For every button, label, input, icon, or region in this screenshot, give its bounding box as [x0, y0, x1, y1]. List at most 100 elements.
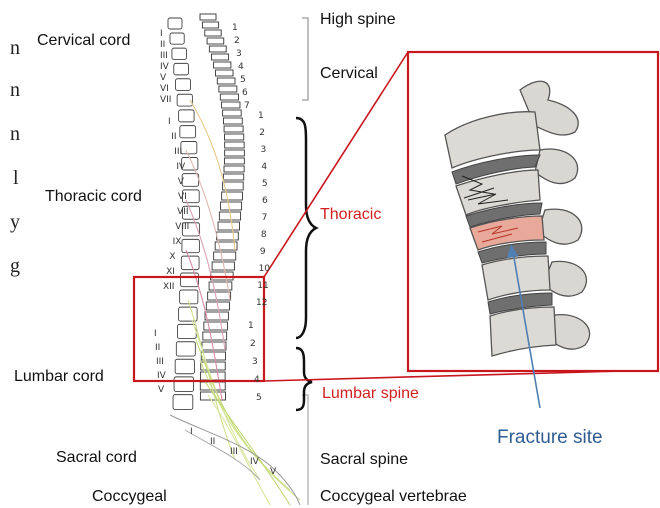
high-spine-label: High spine [320, 12, 396, 28]
vertebra-segment [224, 126, 243, 132]
vertebral-body [179, 110, 195, 122]
fracture-site-label: Fracture site [497, 428, 603, 447]
vertebra-segment [208, 292, 231, 300]
vertebra-segment [216, 70, 234, 76]
vertebra-segment [223, 118, 242, 124]
vertebra-number: IX [173, 238, 182, 247]
vertebra-segment [207, 38, 224, 44]
vertebra-number: II [171, 133, 176, 142]
vertebral-body [181, 273, 199, 287]
vertebra-segment [217, 78, 235, 84]
vertebra-number: 5 [262, 180, 268, 189]
vertebra-segment [202, 22, 218, 28]
vertebra-number: 2 [234, 37, 240, 46]
high-spine-bracket [302, 18, 308, 100]
vertebra-number: 3 [252, 358, 258, 367]
vertebra-number: II [160, 41, 165, 50]
vertebra-number: X [169, 253, 175, 262]
coccygeal-label: Coccygeal [92, 489, 167, 505]
lumbar-spine-label: Lumbar spine [322, 386, 419, 402]
vertebra-segment [205, 312, 228, 320]
vertebra-number: 4 [254, 376, 260, 385]
sacral-spine-label: Sacral spine [320, 452, 408, 468]
vertebra-segment [205, 30, 221, 36]
vertebra-segment [223, 174, 243, 180]
vertebra-number: III [174, 148, 182, 157]
vertebral-body [173, 395, 193, 410]
vertebra-segment [202, 342, 226, 350]
lumbar-cord-label: Lumbar cord [14, 369, 104, 385]
vertebra-number: 5 [240, 76, 246, 85]
vertebral-body [177, 324, 196, 338]
vertebra-number: V [158, 386, 164, 395]
vertebra-segment [200, 14, 216, 20]
vertebra-segment [224, 134, 243, 140]
vertebra-number: 7 [244, 102, 250, 111]
vertebra-number: 10 [259, 265, 270, 274]
vertebra-number: II [155, 344, 160, 353]
vertebra-number: 2 [250, 340, 256, 349]
vertebra-number: XII [163, 283, 174, 292]
vertebra-number: III [160, 52, 168, 61]
vertebra-number: 6 [242, 89, 248, 98]
vertebra-segment [214, 62, 231, 68]
vertebra-segment [225, 150, 245, 156]
vertebra-number: V [160, 74, 166, 83]
connector-line [264, 52, 408, 277]
sacral-spine-bracket [302, 395, 308, 505]
vertebra-number: 1 [258, 112, 264, 121]
vertebra-number: 5 [256, 394, 262, 403]
vertebra-number: 11 [257, 282, 268, 291]
vertebral-body [168, 18, 182, 29]
vertebral-body [174, 377, 194, 392]
vertebral-body [176, 342, 195, 356]
vertebra-number: XI [166, 268, 175, 277]
vertebra-number: VIII [175, 223, 189, 232]
coccygeal-vertebrae-label: Coccygeal vertebrae [320, 489, 467, 505]
vertebra-segment [225, 142, 244, 148]
vertebra-number: 1 [232, 24, 238, 33]
vertebra-number: I [154, 330, 157, 339]
vertebra-number: I [190, 428, 193, 437]
vertebra-segment [224, 166, 244, 172]
vertebral-body [174, 63, 189, 75]
vertebra-number: VI [178, 193, 187, 202]
vertebra-number: IV [250, 458, 259, 467]
vertebral-body [181, 142, 197, 154]
vertebra-number: 9 [260, 248, 266, 257]
vertebra-segment [200, 372, 225, 380]
vertebra-number: I [160, 30, 163, 39]
sacral-cord-label: Sacral cord [56, 450, 137, 466]
thoracic-cord-label: Thoracic cord [45, 189, 142, 205]
vertebral-body [170, 33, 184, 44]
vertebra-segment [212, 54, 229, 60]
vertebral-body [176, 79, 191, 91]
cervical-label: Cervical [320, 66, 378, 82]
vertebra-number: 4 [261, 163, 267, 172]
vertebra-number: 7 [262, 214, 268, 223]
vertebral-body [182, 239, 200, 252]
vertebra-number: 3 [236, 50, 242, 59]
vertebra-segment [214, 252, 236, 260]
thoracic-brace [296, 118, 316, 338]
vertebra-number: 3 [260, 146, 266, 155]
vertebra-number: III [230, 448, 238, 457]
vertebra-segment [222, 102, 240, 108]
vertebra-segment [220, 94, 238, 100]
vertebral-body [175, 359, 194, 374]
vertebra-segment [224, 158, 244, 164]
vertebra-number: VI [160, 85, 169, 94]
thoracic-label: Thoracic [320, 207, 381, 223]
vertebra-segment [219, 86, 237, 92]
vertebra-segment [204, 322, 228, 330]
cervical-cord-label: Cervical cord [37, 33, 130, 49]
vertebra-segment [209, 46, 226, 52]
vertebra-number: I [168, 118, 171, 127]
vertebra-number: V [178, 178, 184, 187]
vertebra-number: 8 [261, 231, 267, 240]
vertebra-number: 2 [259, 129, 265, 138]
vertebra-number: 1 [248, 322, 254, 331]
vertebral-body [182, 174, 199, 187]
vertebra-number: 6 [262, 197, 268, 206]
vertebra-segment [221, 202, 242, 210]
